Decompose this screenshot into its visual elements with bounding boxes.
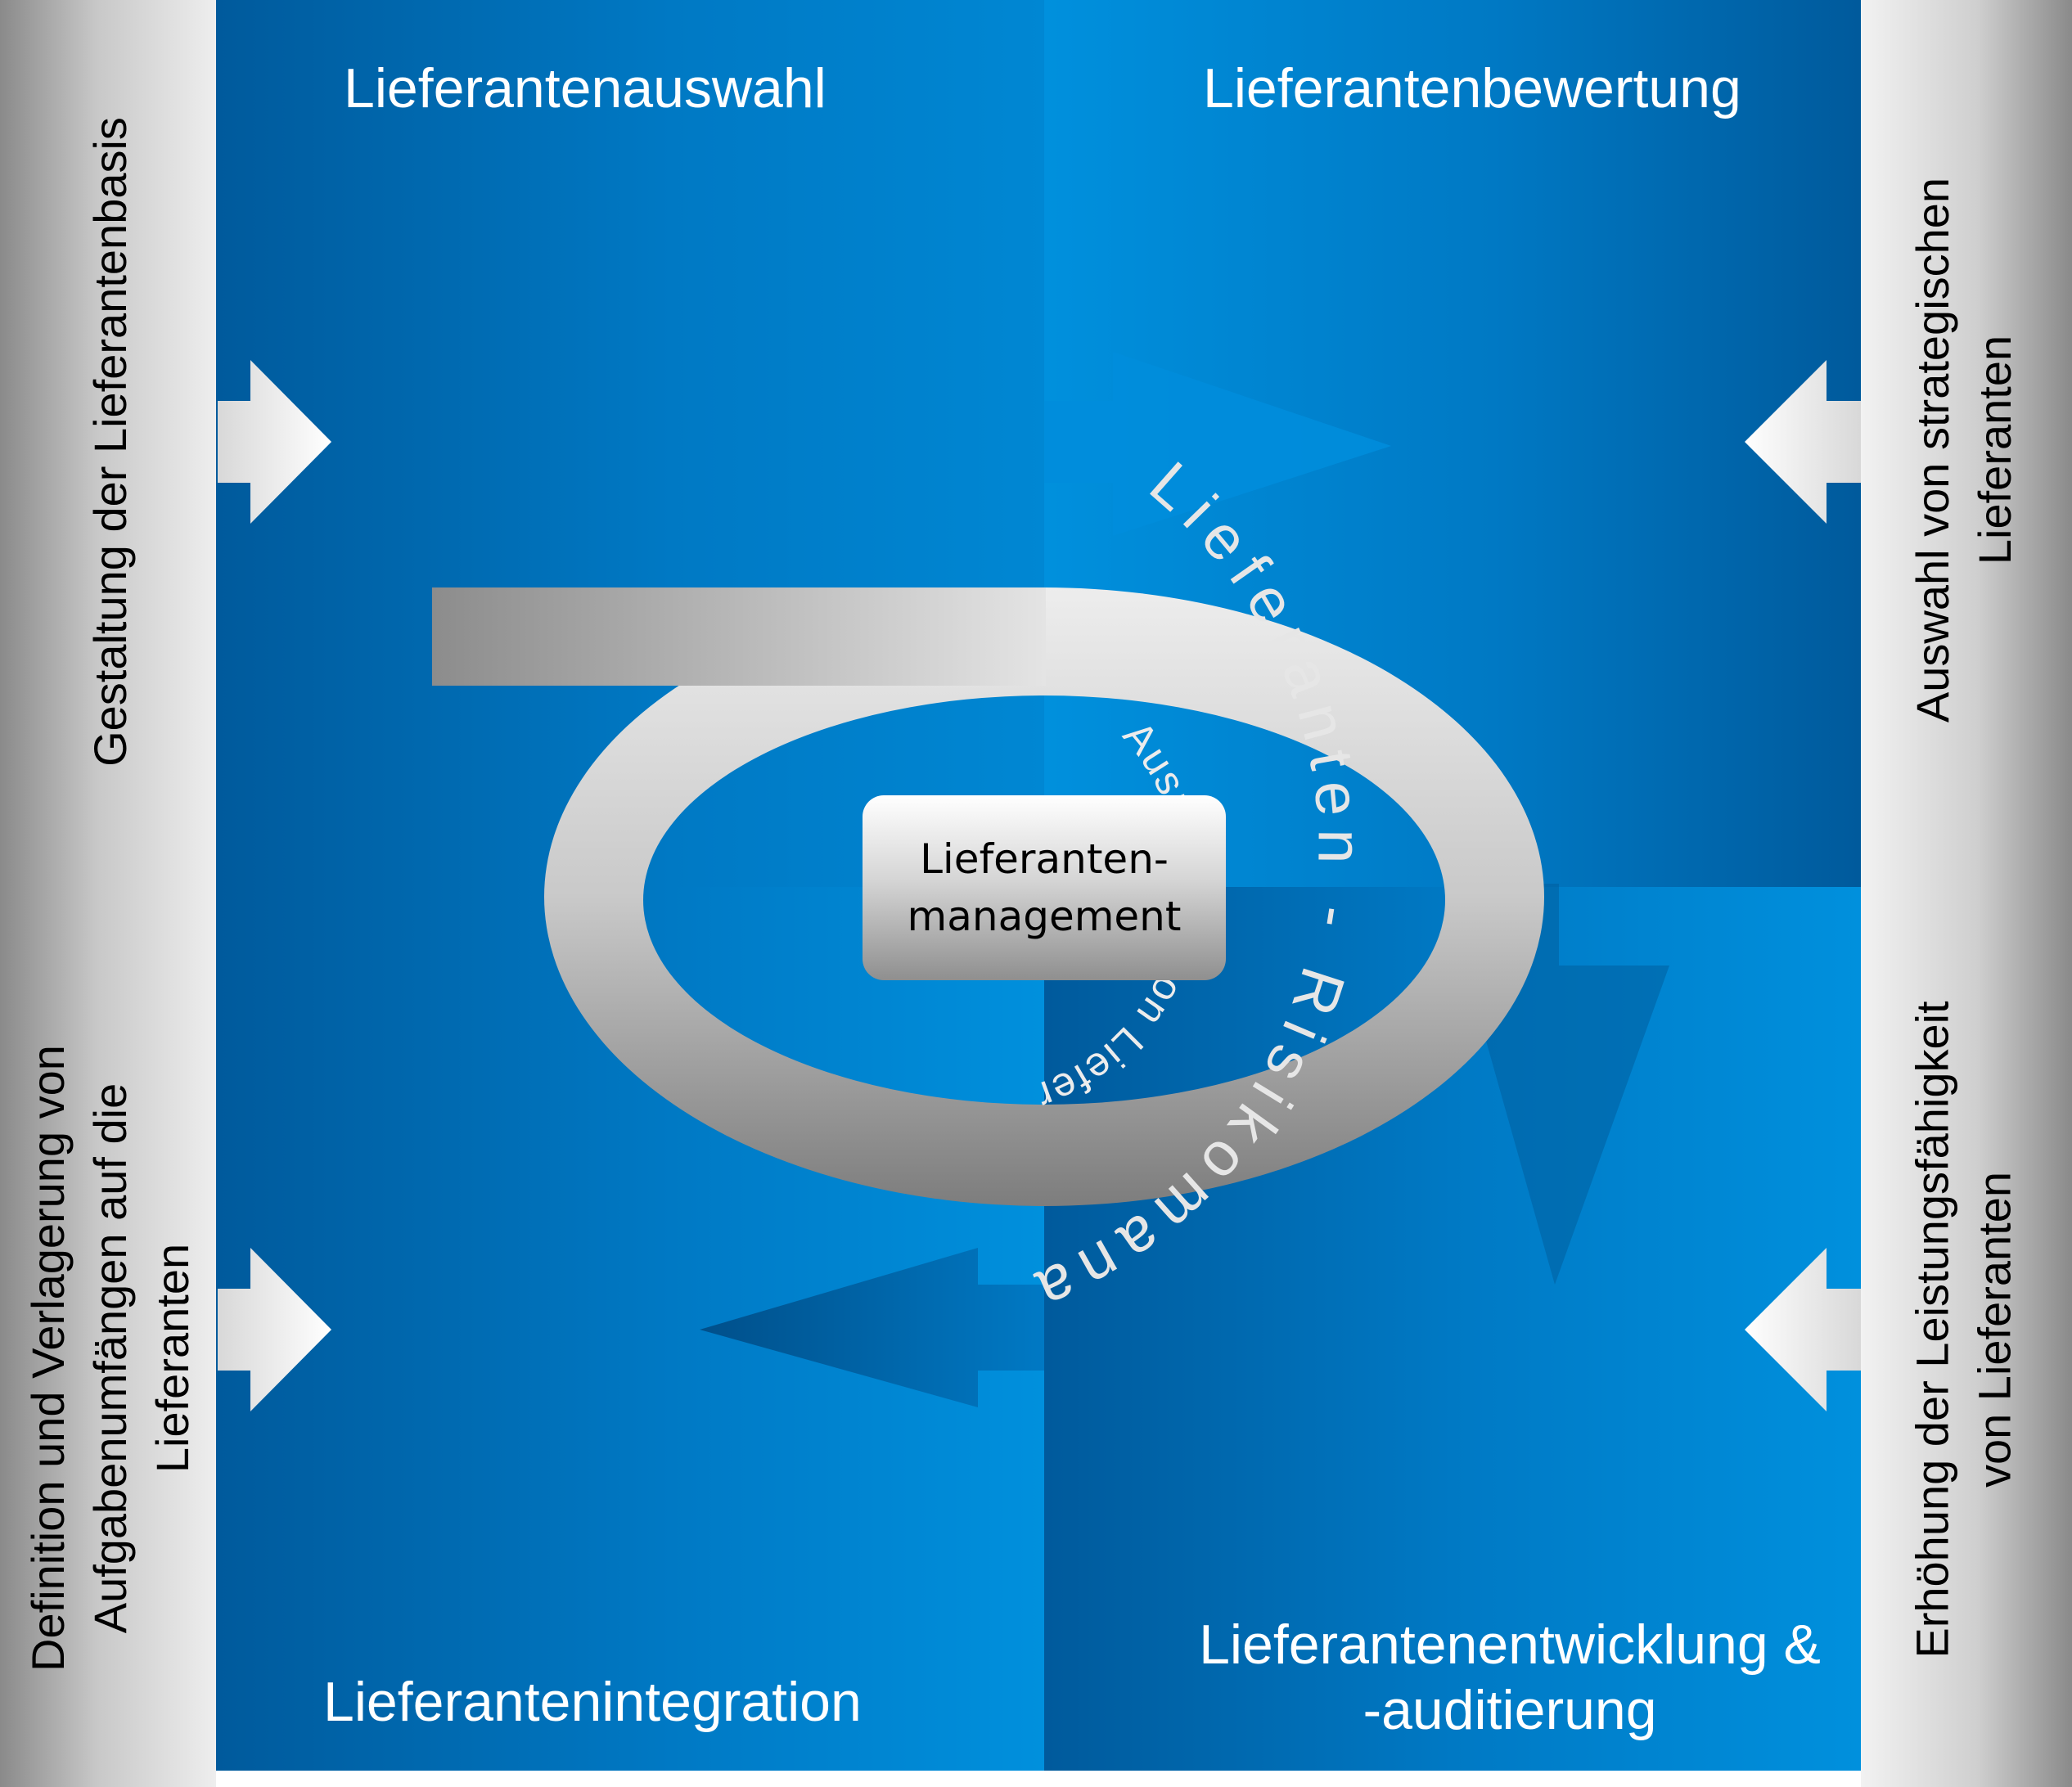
left-side-panel	[0, 0, 216, 1787]
label-lieferantenentwicklung-line2: -auditierung	[1363, 1679, 1657, 1741]
side-label-right-top: Auswahl von strategischen Lieferanten	[1882, 115, 2046, 785]
top-right-flow-arrow	[1044, 352, 1391, 536]
side-label-right-bottom-text: Erhöhung der Leistungsfähigkeit von Lief…	[1902, 1001, 2026, 1658]
side-label-right-bottom-line2: von Lieferanten	[1969, 1171, 2021, 1488]
side-label-right-bottom-line1: Erhöhung der Leistungsfähigkeit	[1907, 1001, 1959, 1659]
center-label-line1: Lieferanten-	[920, 835, 1169, 883]
side-label-left-bottom-line3: Lieferanten	[146, 1243, 198, 1474]
side-label-left-bottom: Definition und Verlagerung von Aufgabenu…	[16, 949, 205, 1767]
right-side-panel	[1861, 0, 2072, 1787]
side-label-left-top: Gestaltung der Lieferantenbasis	[49, 49, 172, 835]
side-label-left-bottom-text: Definition und Verlagerung von Aufgabenu…	[17, 1045, 204, 1672]
right-top-arrow	[1745, 360, 1861, 524]
side-label-left-top-text: Gestaltung der Lieferantenbasis	[84, 117, 136, 767]
center-lieferantenmanagement-box: Lieferanten- management	[863, 795, 1226, 980]
label-lieferantenentwicklung-line1: Lieferantenentwicklung &	[1199, 1614, 1821, 1676]
left-bottom-arrow	[218, 1248, 331, 1411]
side-label-right-top-line2: Lieferanten	[1969, 335, 2020, 565]
side-label-right-top-text: Auswahl von strategischen Lieferanten	[1902, 178, 2026, 722]
right-bottom-arrow	[1745, 1248, 1861, 1411]
label-lieferantenentwicklung: Lieferantenentwicklung & -auditierung	[1170, 1612, 1849, 1743]
label-lieferantenauswahl: Lieferantenauswahl	[344, 57, 827, 119]
bottom-left-flow-arrow	[700, 1248, 1044, 1407]
label-lieferantenintegration: Lieferantenintegration	[323, 1671, 862, 1733]
label-lieferantenbewertung: Lieferantenbewertung	[1203, 57, 1741, 119]
side-label-right-bottom: Erhöhung der Leistungsfähigkeit von Lief…	[1882, 941, 2046, 1718]
side-label-left-bottom-line2: Aufgabenumfängen auf die	[84, 1083, 136, 1634]
cycle-loop	[432, 587, 1544, 1206]
left-top-arrow	[218, 360, 331, 524]
side-label-left-bottom-line1: Definition und Verlagerung von	[22, 1045, 74, 1672]
side-label-right-top-line1: Auswahl von strategischen	[1907, 177, 1958, 723]
center-label-line2: management	[907, 893, 1182, 940]
